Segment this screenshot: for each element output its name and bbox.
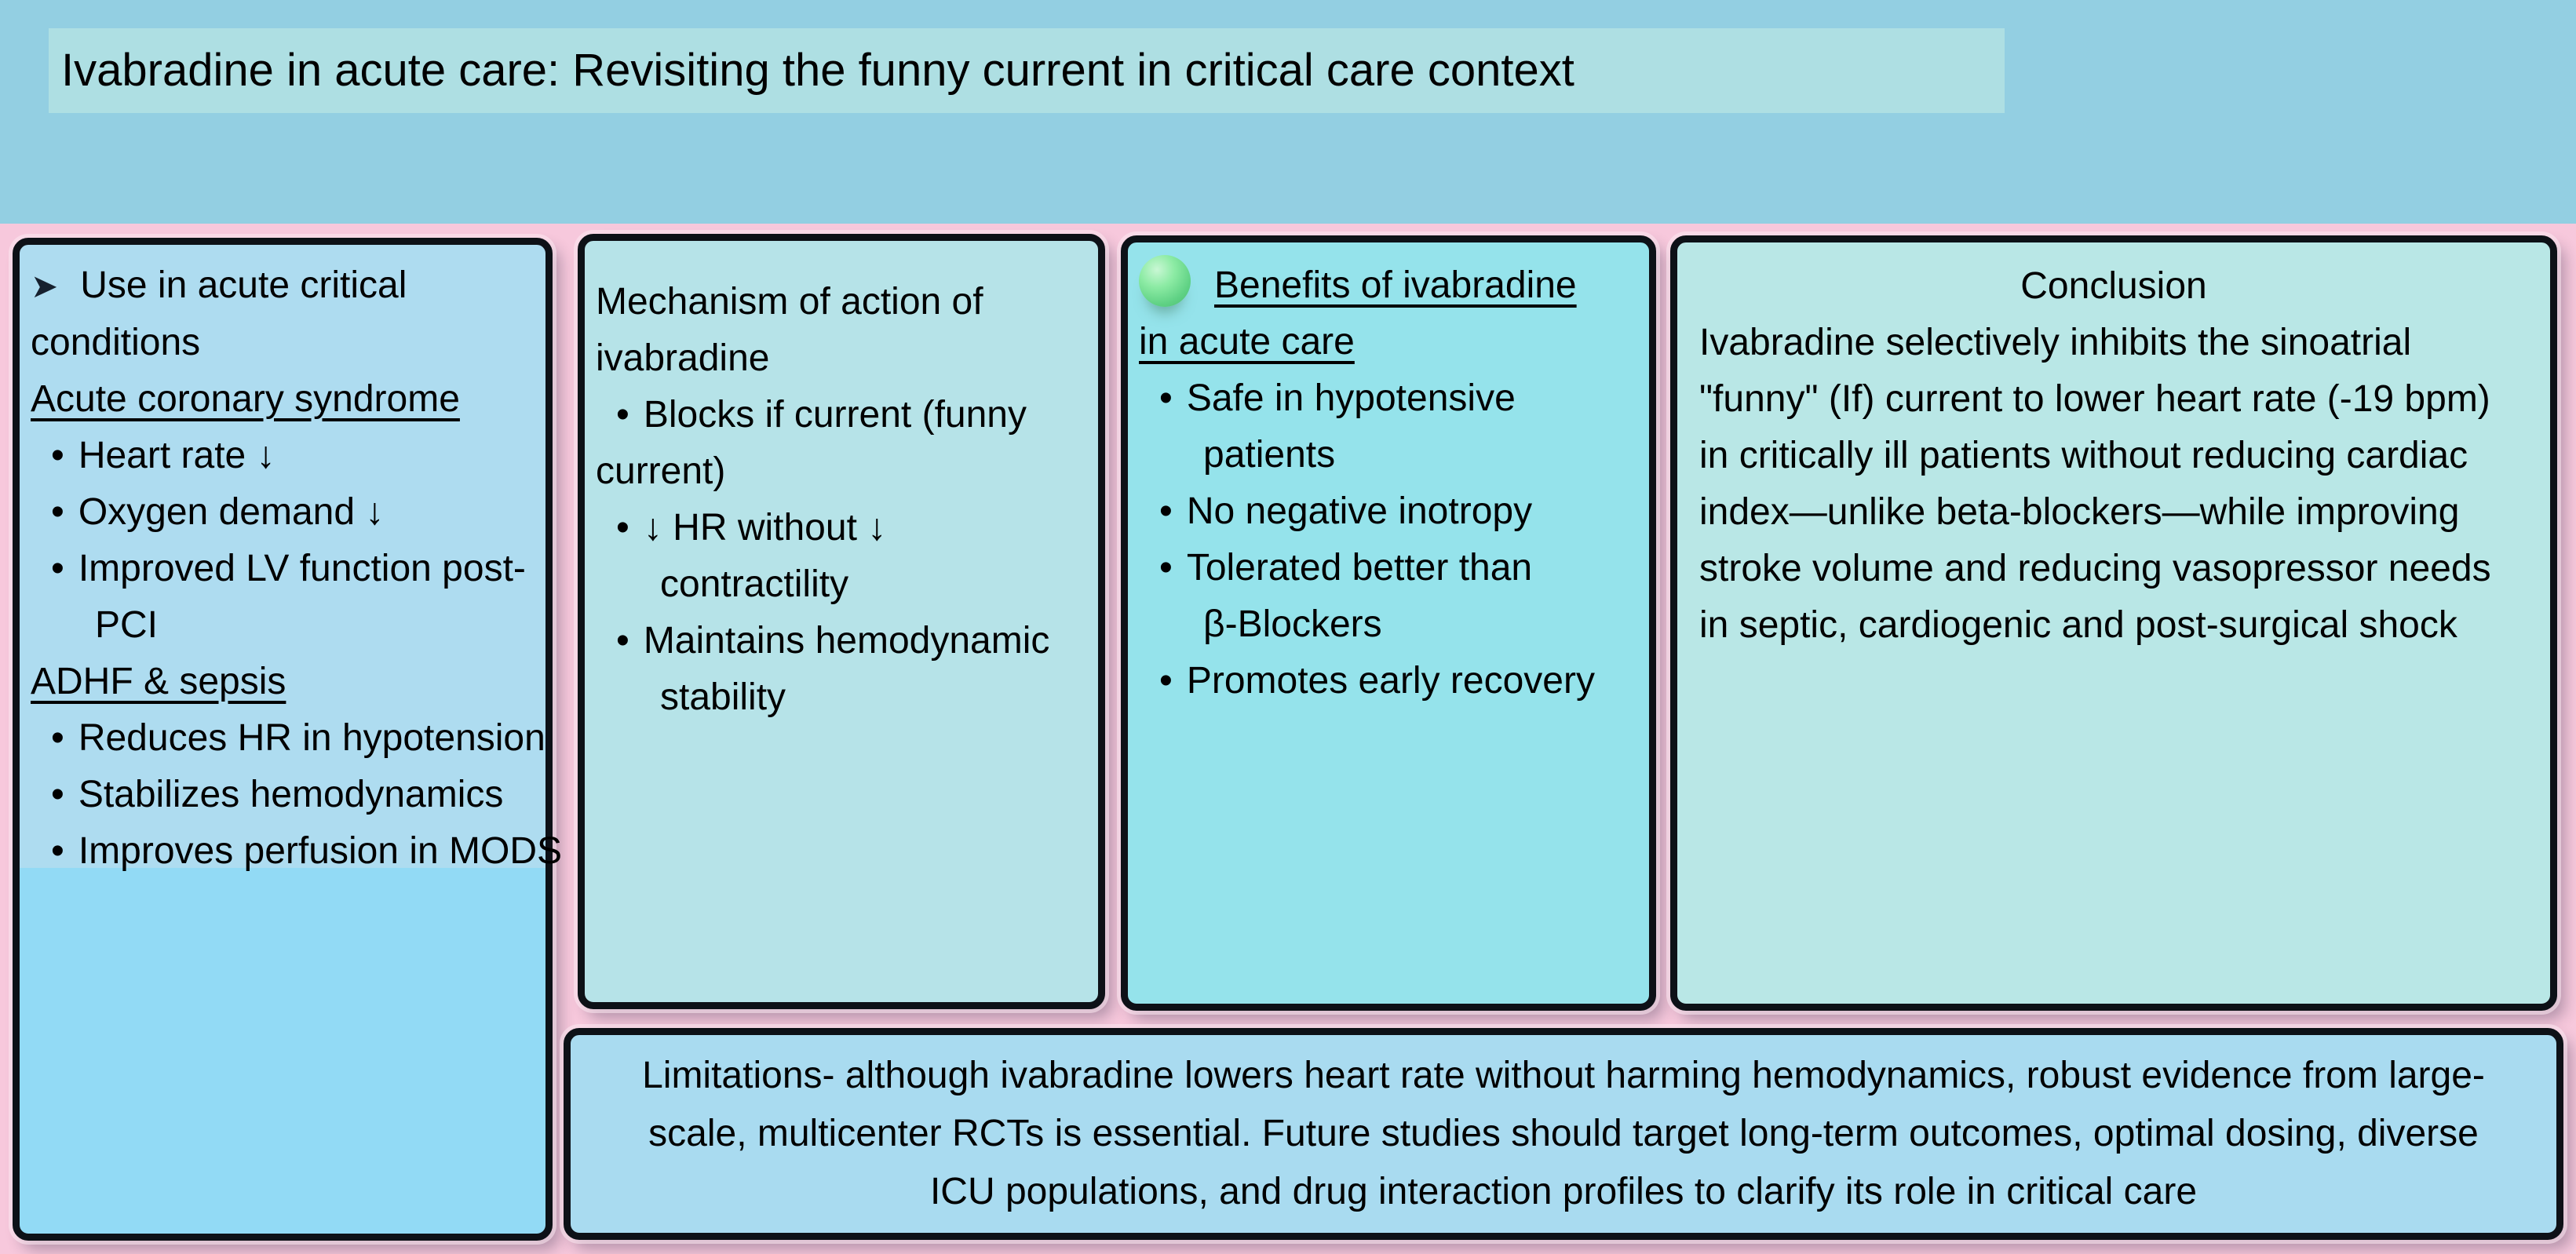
text-line: • Reduces HR in hypotension [20, 710, 545, 767]
text-line: contractility [585, 556, 1098, 613]
text-line: ivabradine [585, 330, 1098, 387]
line-text: Use in acute critical [80, 264, 407, 306]
line-text: Safe in hypotensive [1186, 377, 1516, 419]
text-line: • Blocks if current (funny [585, 387, 1098, 443]
bullet-dot: • [51, 830, 64, 872]
bullet-dot: • [51, 491, 64, 533]
line-text: patients [1203, 434, 1336, 476]
line-text: Reduces HR in hypotension [78, 717, 545, 759]
limitations-text: Limitations- although ivabradine lowers … [642, 1055, 2485, 1212]
text-line: • ↓ HR without ↓ [585, 500, 1098, 556]
text-line: • Maintains hemodynamic [585, 613, 1098, 669]
bullet-dot: • [1159, 490, 1173, 532]
line-text: Promotes early recovery [1186, 660, 1595, 702]
text-line: Mechanism of action of [585, 274, 1098, 330]
line-text: Tolerated better than [1186, 547, 1533, 589]
text-line: current) [585, 443, 1098, 500]
bullet-dot: • [616, 507, 629, 549]
line-text: ivabradine [596, 337, 770, 379]
text-line: Acute coronary syndrome [20, 371, 545, 428]
text-line: • Stabilizes hemodynamics [20, 767, 545, 823]
text-line: PCI [20, 597, 545, 654]
line-text: Acute coronary syndrome [31, 378, 460, 420]
bullet-dot: • [616, 394, 629, 436]
text-line: • Heart rate ↓ [20, 428, 545, 484]
panel-limitations: Limitations- although ivabradine lowers … [564, 1028, 2563, 1240]
text-line: ADHF & sepsis [20, 654, 545, 710]
line-text: Improved LV function post- [78, 548, 526, 589]
bullet-dot: • [51, 435, 64, 476]
green-sphere-icon [1139, 255, 1191, 307]
line-text: in acute care [1139, 321, 1355, 363]
text-line: • Oxygen demand ↓ [20, 484, 545, 541]
line-text: Benefits of ivabradine [1214, 264, 1577, 306]
text-line: ➤ Use in acute critical [20, 257, 545, 315]
line-text: Heart rate ↓ [78, 435, 275, 476]
line-text: ↓ HR without ↓ [643, 507, 887, 549]
page-title: Ivabradine in acute care: Revisiting the… [61, 45, 1574, 96]
text-line: stability [585, 669, 1098, 726]
line-text: No negative inotropy [1186, 490, 1533, 532]
text-line: conditions [20, 315, 545, 371]
line-text: Maintains hemodynamic [643, 620, 1050, 662]
line-text: stability [660, 676, 786, 718]
line-text: PCI [95, 604, 159, 646]
conclusion-heading: Conclusion [2020, 265, 2207, 307]
bullet-dot: • [1159, 547, 1173, 589]
text-line: patients [1128, 427, 1649, 483]
text-line: • Tolerated better than [1128, 540, 1649, 596]
line-text: Mechanism of action of [596, 281, 983, 323]
title-bar: Ivabradine in acute care: Revisiting the… [49, 28, 2005, 113]
text-line: • Improves perfusion in MODS [20, 823, 562, 880]
panel-benefits: Benefits of ivabradine in acute care • Safe… [1121, 235, 1656, 1011]
line-text: current) [596, 450, 726, 492]
text-line: • Promotes early recovery [1128, 653, 1649, 709]
bullet-dot: • [51, 548, 64, 589]
bullet-dot: • [1159, 377, 1173, 419]
line-text: ADHF & sepsis [31, 661, 286, 702]
panel-conclusion: Conclusion Ivabradine selectively inhibi… [1670, 235, 2557, 1011]
bullet-dot: • [1159, 660, 1173, 702]
panel-mechanism: Mechanism of action of ivabradine • Blocks … [578, 234, 1105, 1009]
text-line: • Safe in hypotensive [1128, 370, 1649, 427]
header-band: Ivabradine in acute care: Revisiting the… [0, 0, 2576, 224]
line-text: Improves perfusion in MODS [78, 830, 563, 872]
line-text: Blocks if current (funny [643, 394, 1027, 436]
bullet-dot: • [51, 774, 64, 815]
text-line: • No negative inotropy [1128, 483, 1649, 540]
line-text: β-Blockers [1203, 603, 1382, 645]
text-line: • Improved LV function post- [20, 541, 545, 597]
text-line: β-Blockers [1128, 596, 1649, 653]
conclusion-body: Ivabradine selectively inhibits the sino… [1699, 322, 2491, 646]
line-text: conditions [31, 322, 201, 363]
line-text: Oxygen demand ↓ [78, 491, 385, 533]
bullet-dot: • [51, 717, 64, 759]
text-line: Benefits of ivabradine [1128, 255, 1649, 314]
bullet-dot: • [616, 620, 629, 662]
line-text: contractility [660, 563, 849, 605]
arrow-bullet-icon: ➤ [31, 268, 59, 304]
text-line: in acute care [1128, 314, 1649, 370]
line-text: Stabilizes hemodynamics [78, 774, 504, 815]
